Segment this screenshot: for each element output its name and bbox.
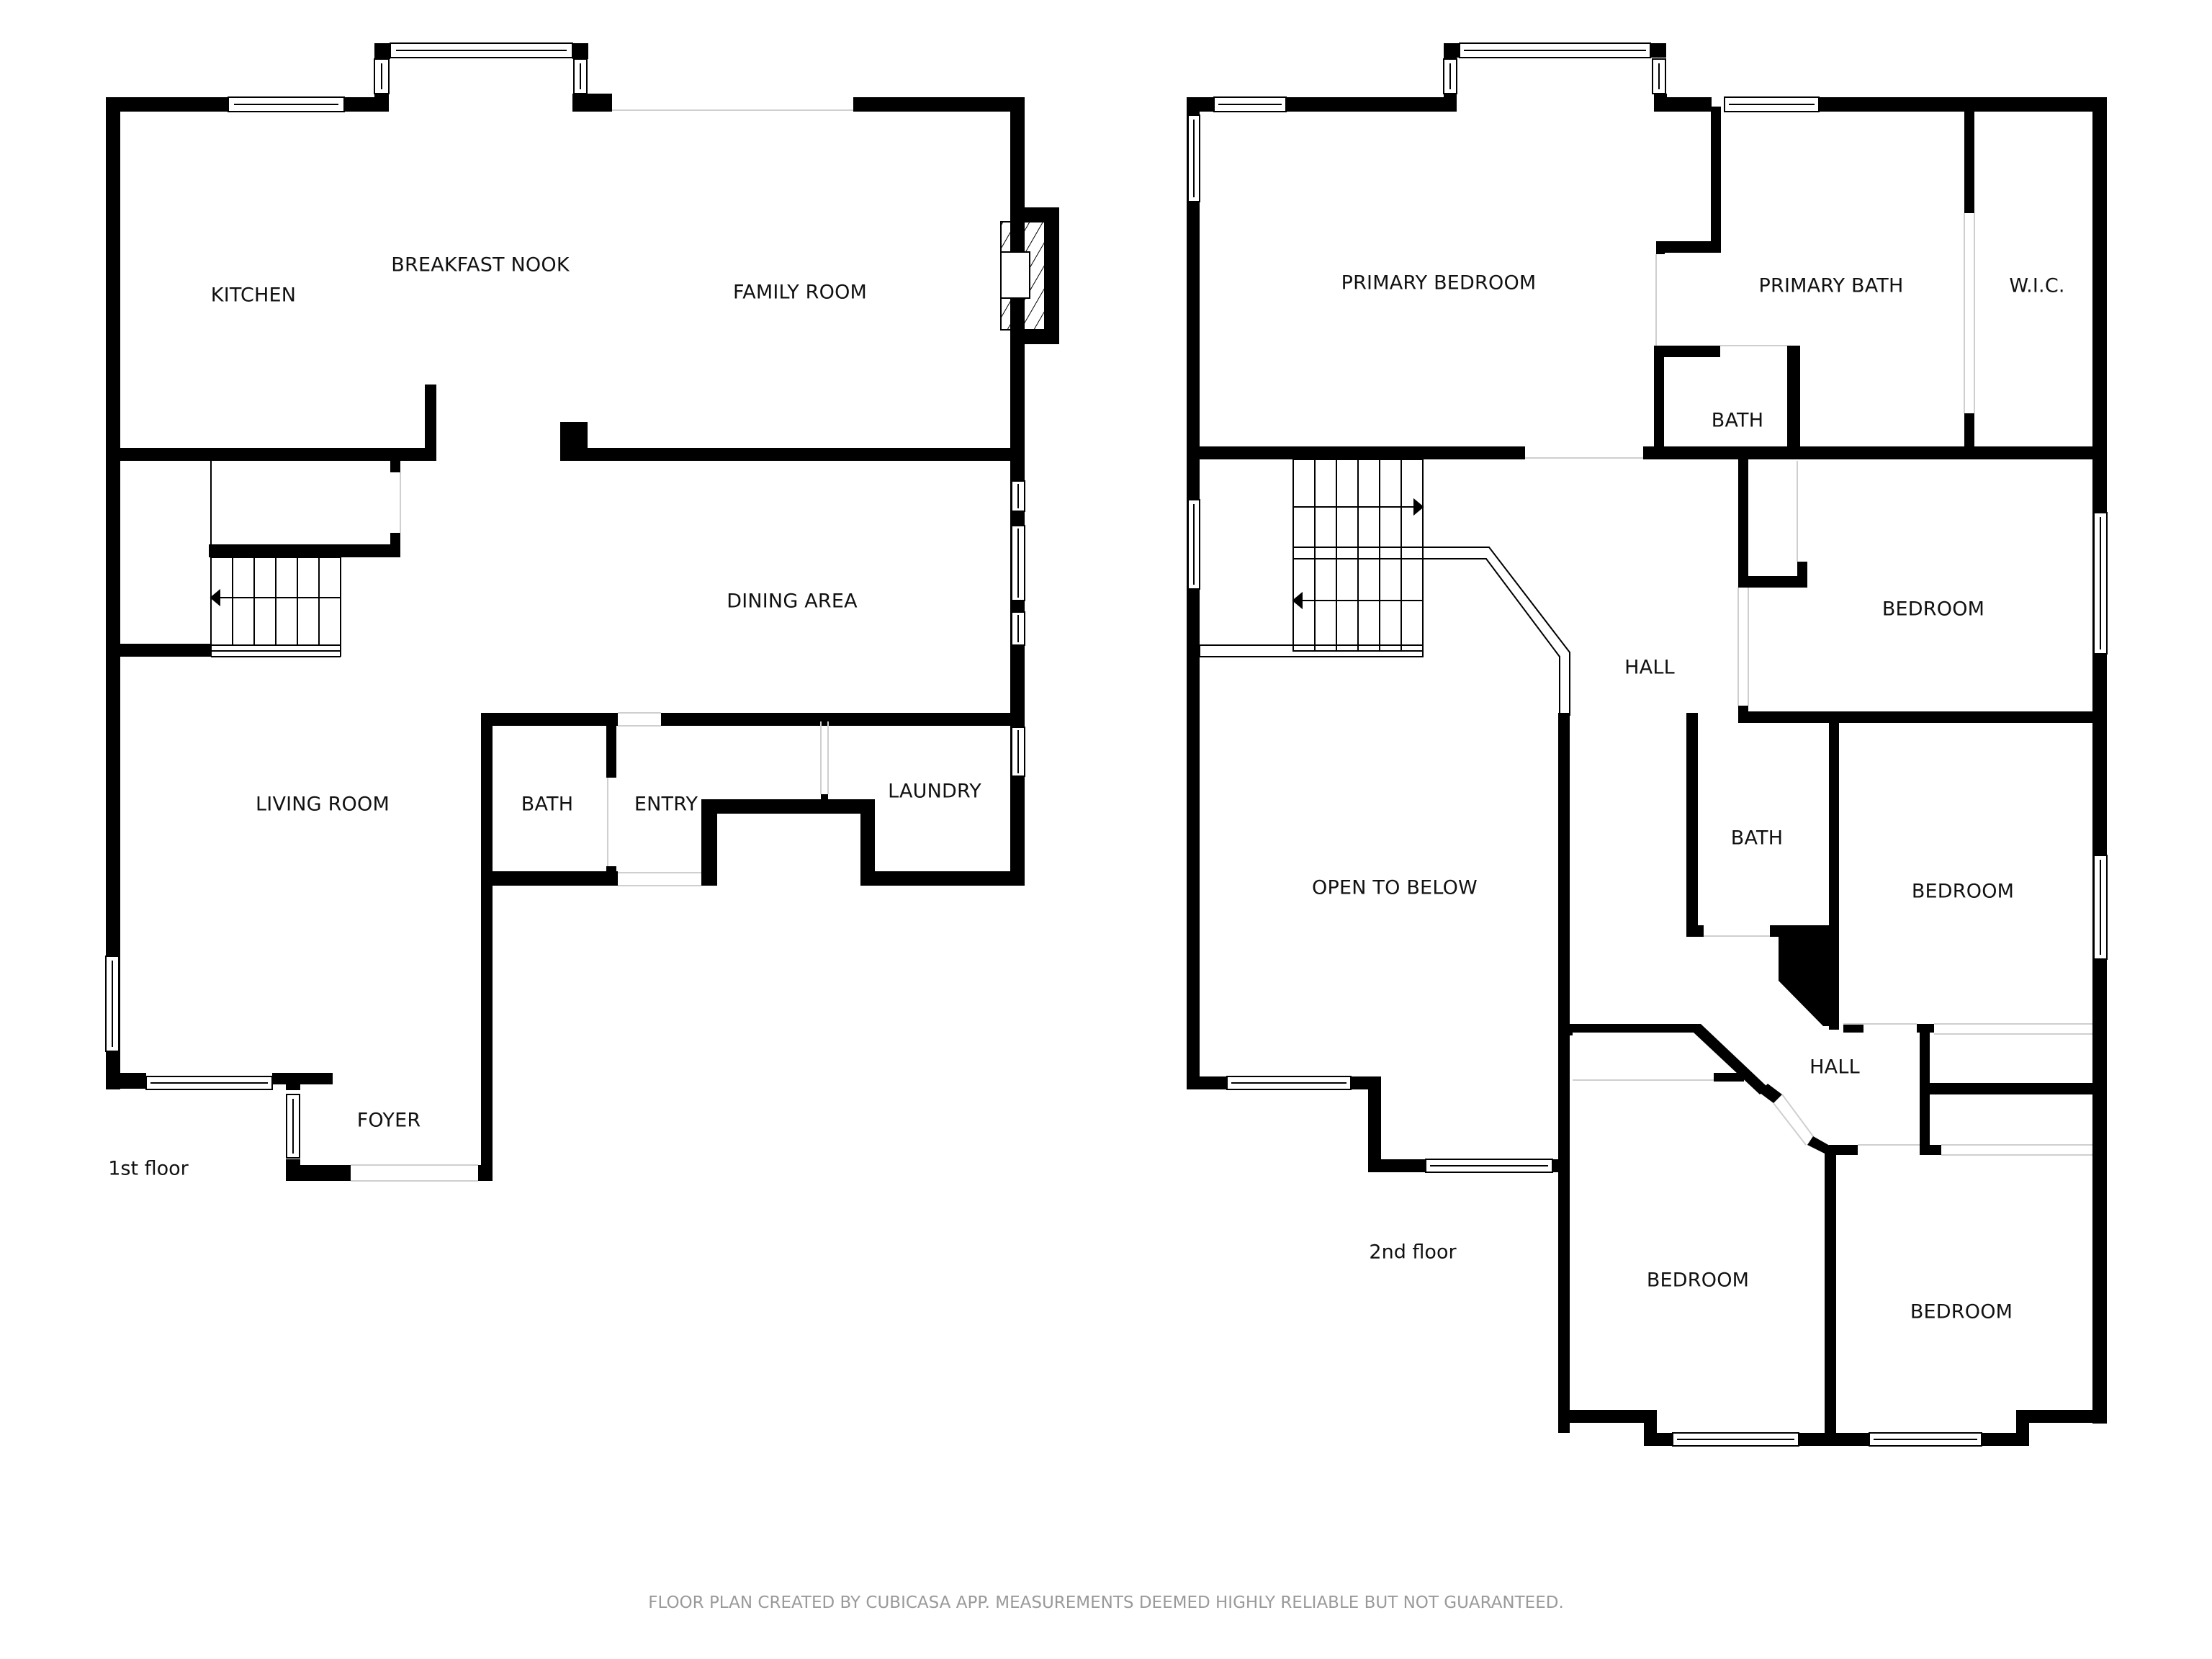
room-label-hall-lower: HALL [1809,1056,1860,1079]
floor-label-first: 1st floor [108,1157,189,1180]
room-label-laundry: LAUNDRY [888,780,981,803]
room-label-wic: W.I.C. [2009,274,2065,297]
room-label-hall-upper: HALL [1624,656,1675,679]
second-floor-windows [1187,42,2108,1447]
room-label-bedroom-1: BEDROOM [1881,598,1985,621]
room-label-entry: ENTRY [634,793,698,816]
disclaimer-footer: FLOOR PLAN CREATED BY CUBICASA APP. MEAS… [648,1593,1564,1612]
room-label-foyer: FOYER [356,1109,421,1132]
first-floor-openings [351,109,853,1182]
second-floor-walls [1187,43,2107,1446]
room-label-bath-1f: BATH [521,793,574,816]
room-label-family-room: FAMILY ROOM [732,281,868,304]
first-floor-stairs [210,461,341,657]
first-floor-walls [106,43,1059,1181]
second-floor-stairs [1199,459,1570,716]
room-label-dining-area: DINING AREA [727,590,858,613]
room-label-primary-bath: PRIMARY BATH [1758,274,1904,297]
room-label-living-room: LIVING ROOM [256,793,390,816]
room-label-kitchen: KITCHEN [210,284,297,307]
second-floor-openings [1525,213,2092,1156]
first-floor-windows [105,42,1025,1159]
room-label-bedroom-2: BEDROOM [1911,880,2015,903]
room-label-bedroom-4: BEDROOM [1910,1300,2013,1323]
room-label-bath-2f: BATH [1730,827,1784,850]
room-label-open-to-below: OPEN TO BELOW [1312,876,1478,899]
floor-label-second: 2nd floor [1369,1241,1457,1264]
fireplace-icon [1000,221,1046,331]
room-label-breakfast-nook: BREAKFAST NOOK [391,253,570,276]
room-label-primary-bedroom: PRIMARY BEDROOM [1341,271,1537,295]
room-label-primary-toilet: BATH [1711,409,1764,432]
room-label-bedroom-3: BEDROOM [1646,1269,1750,1292]
